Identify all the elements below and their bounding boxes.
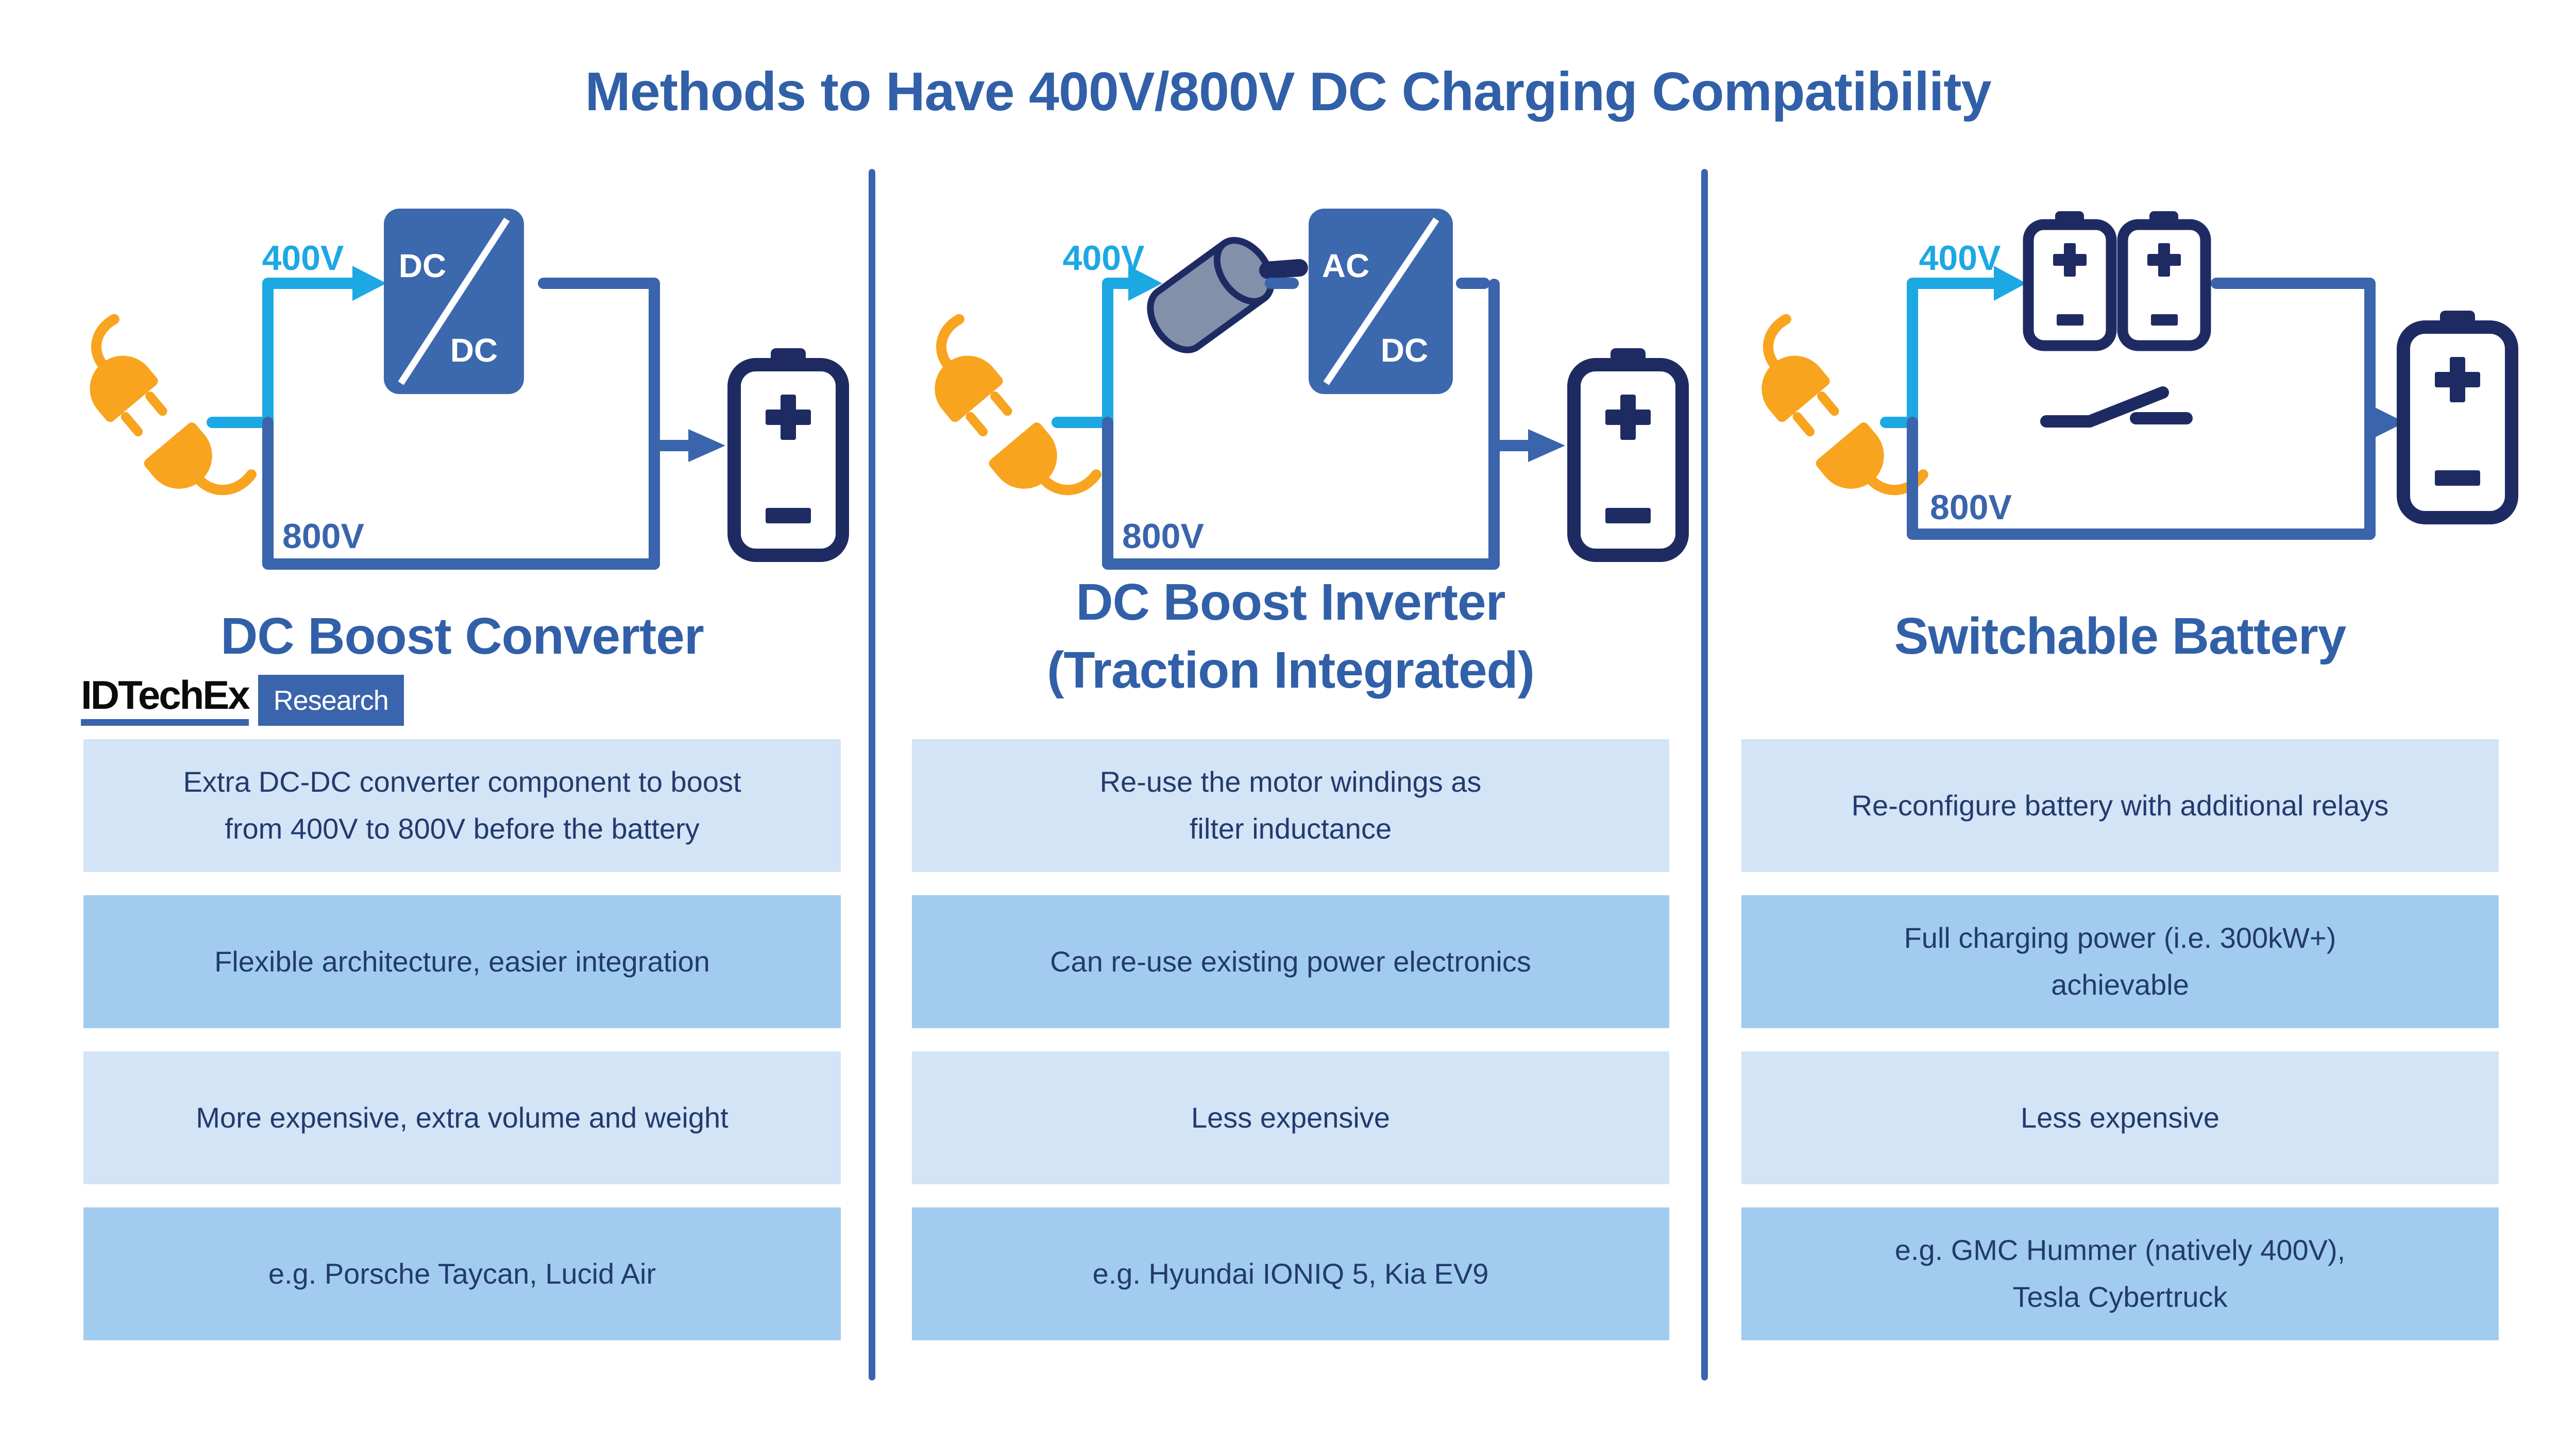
- loop-800v-wire: [262, 417, 660, 570]
- infobox-col2-row3: Less expensive: [912, 1051, 1669, 1184]
- relay-switch-icon: [2040, 386, 2193, 428]
- battery-pack-1-icon: [2028, 211, 2111, 346]
- diagram-dc-boost-inverter: 400V AC DC 800V: [902, 209, 1695, 570]
- infobox-col2-row2: Can re-use existing power electronics: [912, 895, 1669, 1028]
- infobox-col3-row4: e.g. GMC Hummer (natively 400V), Tesla C…: [1741, 1207, 2499, 1340]
- infobox-col2-row4: e.g. Hyundai IONIQ 5, Kia EV9: [912, 1207, 1669, 1340]
- infobox-col1-row4: e.g. Porsche Taycan, Lucid Air: [83, 1207, 841, 1340]
- battery-icon: [1574, 348, 1682, 555]
- loop-voltage-label: 800V: [1930, 488, 2012, 527]
- battery-pack-2-icon: [2123, 211, 2206, 346]
- converter-top-label: DC: [399, 247, 446, 284]
- column-divider-1: [869, 169, 875, 1380]
- diagram-switchable-battery: 400V 800V: [1741, 185, 2535, 540]
- loop-800v-wire: [1102, 417, 1500, 570]
- input-400v-wire: [1880, 278, 2001, 428]
- converter-bottom-label: DC: [1381, 332, 1428, 369]
- input-arrow-icon: [352, 266, 386, 301]
- loop-800v-wire: [1907, 417, 2376, 540]
- infobox-col1-row2: Flexible architecture, easier integratio…: [83, 895, 841, 1028]
- battery-icon: [2403, 311, 2512, 518]
- idtechex-research-badge: Research: [258, 675, 404, 726]
- motor-winding-icon: [1147, 237, 1308, 353]
- input-voltage-label: 400V: [1063, 238, 1145, 278]
- converter-output-wire: [538, 278, 660, 570]
- input-arrow-icon: [1128, 266, 1162, 301]
- column-heading-switchable-battery: Switchable Battery: [1894, 607, 2347, 665]
- battery-arrow-icon: [688, 429, 725, 462]
- column-heading-dc-boost-converter: DC Boost Converter: [221, 607, 704, 665]
- diagram-dc-boost-converter: 400V DC DC 800V: [62, 209, 855, 570]
- column-divider-2: [1701, 169, 1708, 1380]
- infobox-col2-row1: Re-use the motor windings as filter indu…: [912, 739, 1669, 872]
- page-title: Methods to Have 400V/800V DC Charging Co…: [585, 61, 1991, 122]
- input-voltage-label: 400V: [262, 238, 344, 278]
- battery-icon: [734, 348, 842, 555]
- loop-voltage-label: 800V: [1122, 517, 1204, 556]
- battery-arrow-icon: [1528, 429, 1565, 462]
- infobox-col3-row1: Re-configure battery with additional rel…: [1741, 739, 2499, 872]
- dc-dc-converter-icon: DC DC: [384, 209, 524, 394]
- converter-top-label: AC: [1322, 247, 1369, 284]
- ac-dc-inverter-icon: AC DC: [1309, 209, 1453, 394]
- input-voltage-label: 400V: [1919, 238, 2001, 278]
- idtechex-logo: IDTechEx Research: [81, 675, 404, 726]
- idtechex-brand-text: IDTechEx: [81, 672, 250, 718]
- loop-voltage-label: 800V: [282, 517, 364, 556]
- input-400v-wire: [1052, 278, 1135, 428]
- infobox-col3-row2: Full charging power (i.e. 300kW+) achiev…: [1741, 895, 2499, 1028]
- pack-output-wire: [2211, 278, 2376, 540]
- infobox-col1-row1: Extra DC-DC converter component to boost…: [83, 739, 841, 872]
- infobox-col3-row3: Less expensive: [1741, 1051, 2499, 1184]
- idtechex-logo-underline: [81, 719, 249, 726]
- column-heading-dc-boost-inverter: DC Boost Inverter (Traction Integrated): [1047, 573, 1535, 699]
- input-400v-wire: [207, 278, 360, 428]
- idtechex-logo-wordmark: IDTechEx: [81, 672, 250, 726]
- input-arrow-icon: [1994, 266, 2026, 301]
- battery-arrow-icon: [2372, 406, 2405, 439]
- converter-bottom-label: DC: [450, 332, 498, 369]
- infobox-col1-row3: More expensive, extra volume and weight: [83, 1051, 841, 1184]
